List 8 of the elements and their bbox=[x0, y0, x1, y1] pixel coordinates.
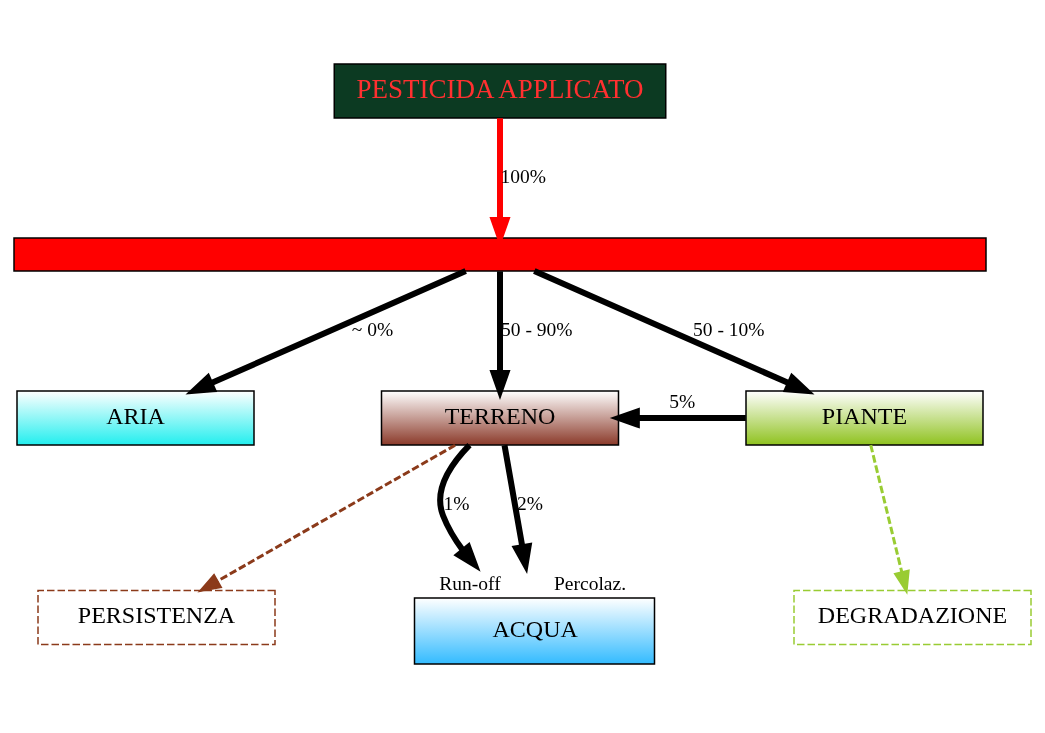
edge-label: 2% bbox=[517, 492, 543, 514]
edge-label: ~ 0% bbox=[351, 318, 394, 340]
node-label: Percolaz. bbox=[554, 572, 627, 594]
edge-label: 1% bbox=[443, 492, 470, 514]
node-label: Run-off bbox=[439, 572, 501, 594]
edge-label: 50 - 10% bbox=[693, 318, 765, 340]
edge-label: 5% bbox=[669, 390, 696, 412]
edge-label: 50 - 90% bbox=[501, 318, 573, 340]
